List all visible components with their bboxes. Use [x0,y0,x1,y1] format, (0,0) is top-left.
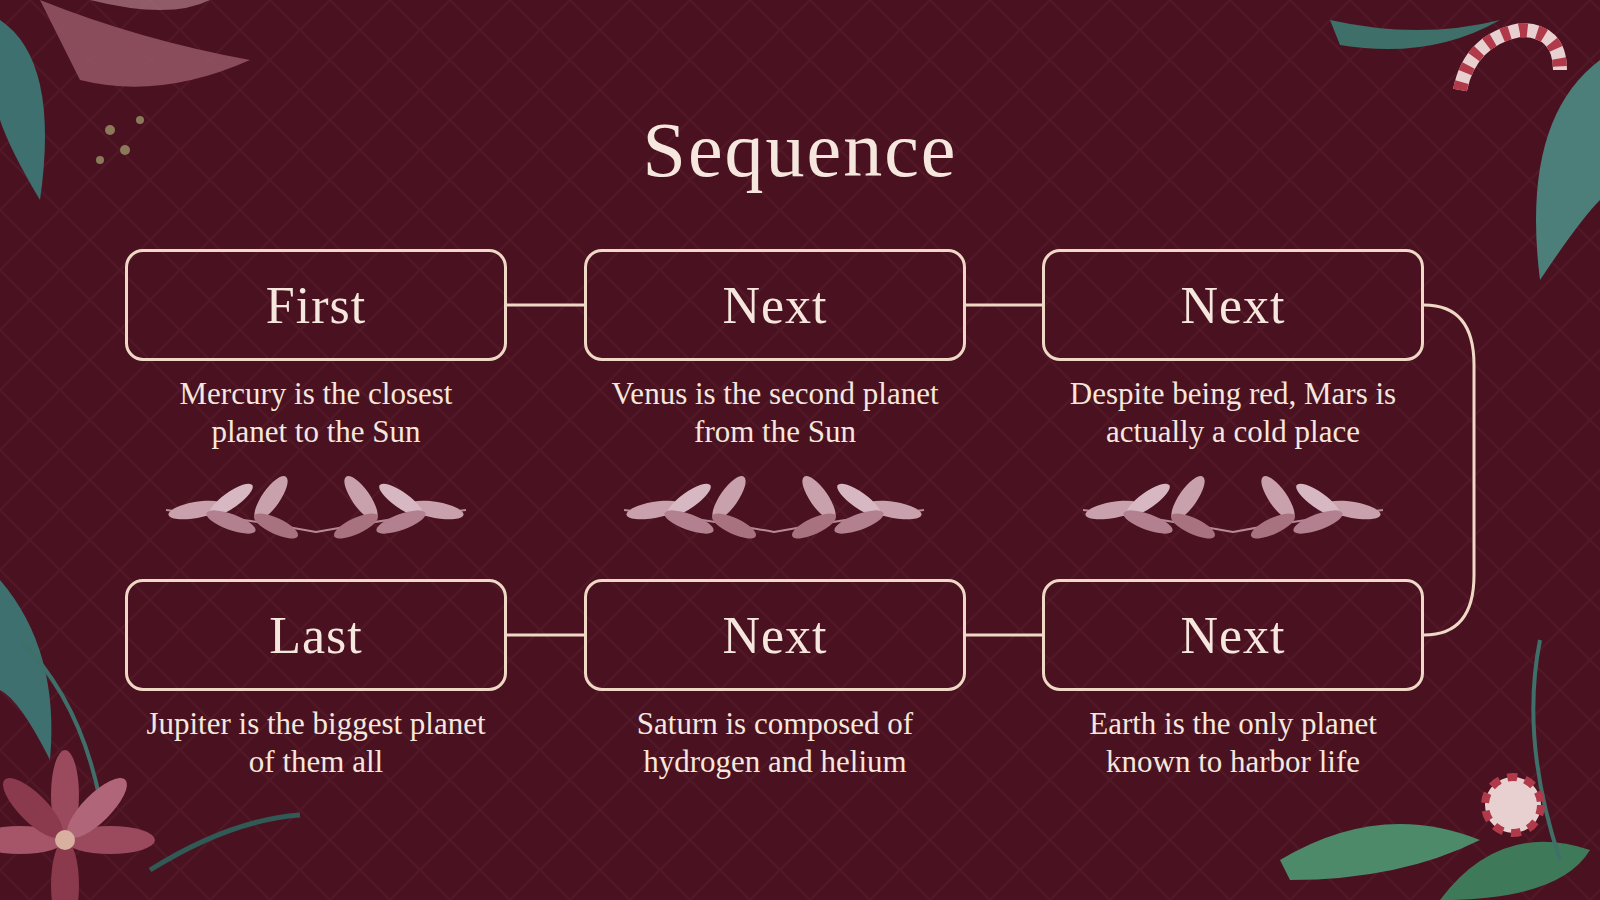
step-description: Venus is the second planet from the Sun [600,375,950,451]
step-heading: Last [269,606,363,665]
step-heading: Next [722,606,827,665]
step-description: Jupiter is the biggest planet of them al… [141,705,491,781]
step-box: Last [125,579,507,691]
sequence-connector [966,634,1042,637]
sequence-connector [966,304,1042,307]
sequence-step: NextSaturn is composed of hydrogen and h… [584,579,966,781]
step-heading: Next [1180,606,1285,665]
step-heading: Next [722,276,827,335]
step-box: Next [1042,579,1424,691]
step-description: Earth is the only planet known to harbor… [1058,705,1408,781]
sequence-step: FirstMercury is the closest planet to th… [125,249,507,451]
step-box: Next [1042,249,1424,361]
step-box: Next [584,249,966,361]
sequence-step: NextVenus is the second planet from the … [584,249,966,451]
sequence-connector [1424,305,1474,635]
sequence-step: LastJupiter is the biggest planet of the… [125,579,507,781]
step-heading: Next [1180,276,1285,335]
sequence-connector [507,304,584,307]
step-description: Mercury is the closest planet to the Sun [141,375,491,451]
step-box: Next [584,579,966,691]
slide-title: Sequence [0,105,1600,195]
step-description: Saturn is composed of hydrogen and heliu… [600,705,950,781]
sequence-step: NextDespite being red, Mars is actually … [1042,249,1424,451]
sequence-step: NextEarth is the only planet known to ha… [1042,579,1424,781]
sequence-connector [507,634,584,637]
step-box: First [125,249,507,361]
step-description: Despite being red, Mars is actually a co… [1058,375,1408,451]
step-heading: First [266,276,366,335]
